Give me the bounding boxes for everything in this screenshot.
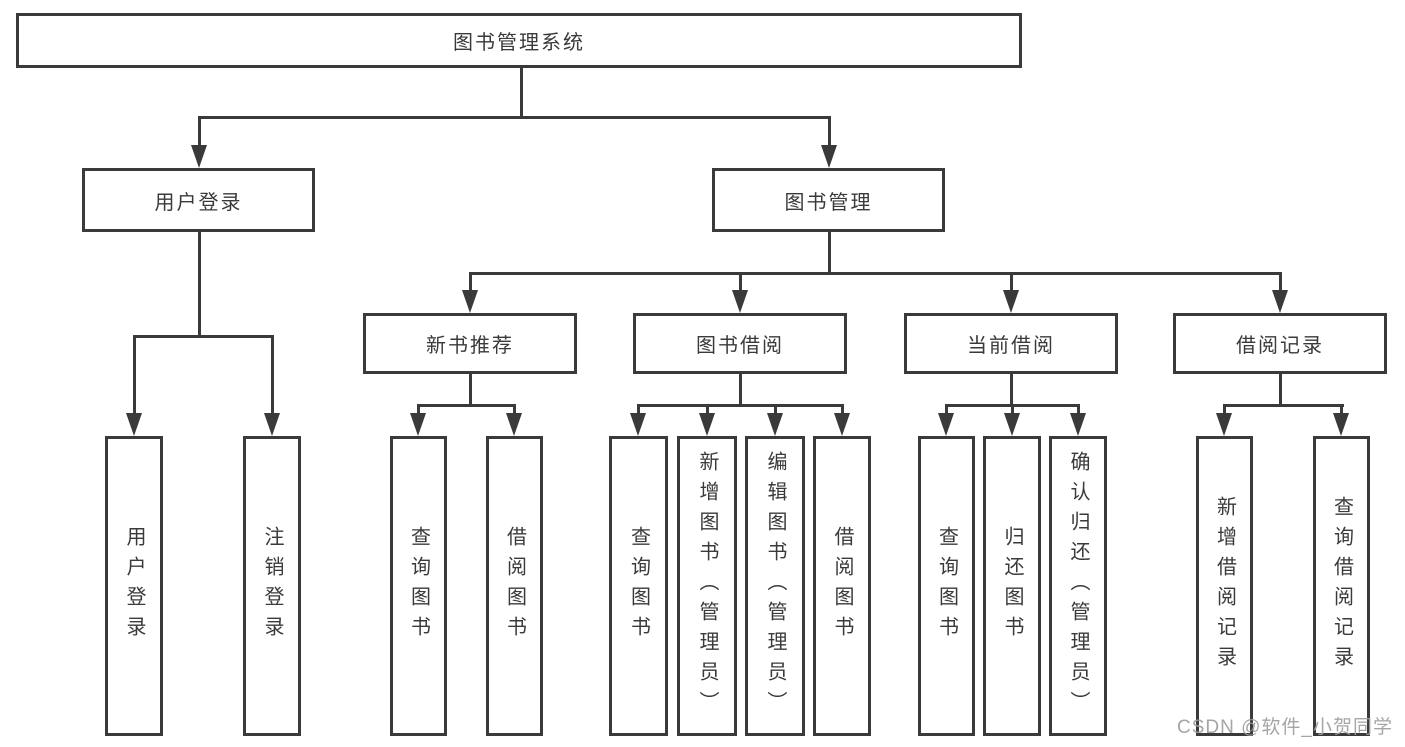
arrow-down-icon <box>821 145 837 168</box>
arrow-down-icon <box>630 413 646 436</box>
node-root: 图书管理系统 <box>16 13 1022 68</box>
arrow-down-icon <box>767 413 783 436</box>
connector-line <box>270 336 274 416</box>
node-nbr-borrow: 借阅图书 <box>486 436 543 736</box>
arrow-down-icon <box>191 145 207 168</box>
arrow-down-icon <box>1216 413 1232 436</box>
connector-line <box>1278 273 1282 293</box>
node-book-mgmt: 图书管理 <box>712 168 945 232</box>
node-br-add: 新增借阅记录 <box>1196 436 1253 736</box>
connector-line <box>705 405 709 416</box>
arrow-down-icon <box>699 413 715 436</box>
connector-line <box>197 232 201 338</box>
watermark: CSDN @软件_小贺同学 <box>1177 717 1393 738</box>
connector-line <box>1009 374 1013 407</box>
connector-line <box>197 115 831 119</box>
arrow-down-icon <box>410 413 426 436</box>
connector-line <box>197 117 201 148</box>
connector-line <box>738 273 742 293</box>
connector-line <box>840 405 844 416</box>
node-cb-query: 查询图书 <box>918 436 975 736</box>
connector-line <box>132 336 136 416</box>
arrow-down-icon <box>1333 413 1349 436</box>
arrow-down-icon <box>462 290 478 313</box>
connector-line <box>636 405 640 416</box>
arrow-down-icon <box>1272 290 1288 313</box>
connector-line <box>827 117 831 148</box>
connector-line <box>132 334 274 338</box>
connector-line <box>1278 374 1282 407</box>
node-borrow-records: 借阅记录 <box>1173 313 1387 374</box>
arrow-down-icon <box>506 413 522 436</box>
node-bb-edit: 编辑图书（管理员） <box>745 436 805 736</box>
connector-line <box>1222 405 1226 416</box>
arrow-down-icon <box>732 290 748 313</box>
arrow-down-icon <box>1070 413 1086 436</box>
node-current-borrow: 当前借阅 <box>904 313 1118 374</box>
node-bb-query: 查询图书 <box>609 436 668 736</box>
connector-line <box>468 374 472 407</box>
connector-line <box>1009 273 1013 293</box>
node-bb-add: 新增图书（管理员） <box>677 436 737 736</box>
connector-line <box>827 232 831 275</box>
connector-line <box>416 403 516 407</box>
node-book-borrow: 图书借阅 <box>633 313 847 374</box>
arrow-down-icon <box>1004 413 1020 436</box>
node-br-query: 查询借阅记录 <box>1313 436 1370 736</box>
connector-line <box>1222 403 1344 407</box>
connector-line <box>773 405 777 416</box>
node-new-book-rec: 新书推荐 <box>363 313 577 374</box>
node-login: 用户登录 <box>105 436 163 736</box>
connector-line <box>1339 405 1343 416</box>
connector-line <box>636 403 844 407</box>
connector-line <box>519 68 523 119</box>
arrow-down-icon <box>938 413 954 436</box>
arrow-down-icon <box>264 413 280 436</box>
connector-line <box>416 405 420 416</box>
connector-line <box>512 405 516 416</box>
node-user-login: 用户登录 <box>82 168 315 232</box>
connector-line <box>468 273 472 293</box>
arrow-down-icon <box>834 413 850 436</box>
arrow-down-icon <box>1003 290 1019 313</box>
arrow-down-icon <box>126 413 142 436</box>
node-cb-return: 归还图书 <box>983 436 1041 736</box>
connector-line <box>1076 405 1080 416</box>
node-cb-confirm: 确认归还（管理员） <box>1049 436 1107 736</box>
node-nbr-query: 查询图书 <box>390 436 447 736</box>
connector-line <box>1010 405 1014 416</box>
connector-line <box>468 271 1282 275</box>
node-bb-borrow: 借阅图书 <box>813 436 871 736</box>
connector-line <box>944 405 948 416</box>
node-logout: 注销登录 <box>243 436 301 736</box>
connector-line <box>738 374 742 407</box>
